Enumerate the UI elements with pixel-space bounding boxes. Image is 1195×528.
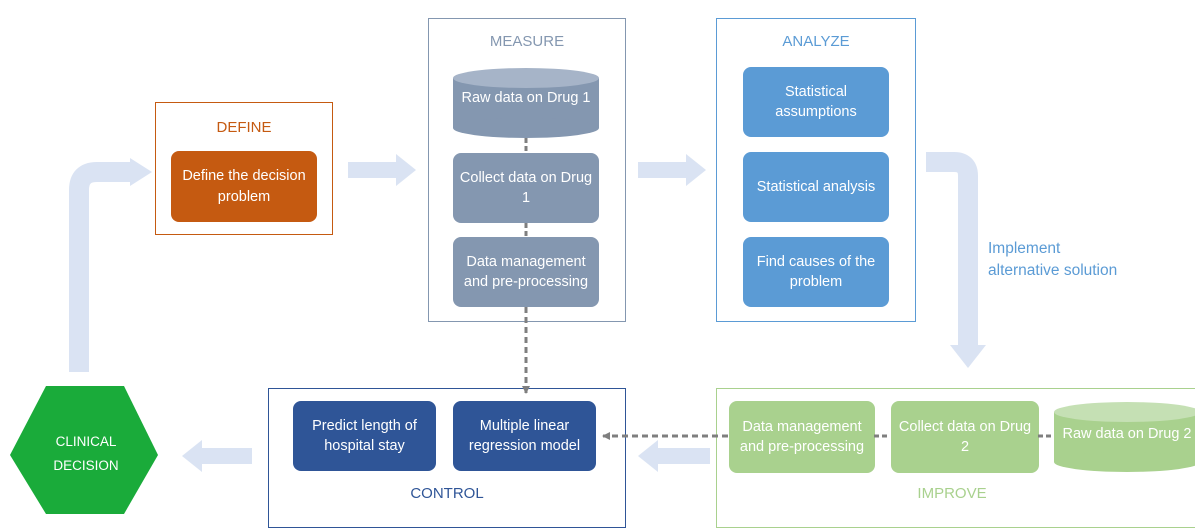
- predict-length-of-stay-box: Predict length of hospital stay: [293, 401, 436, 471]
- collect-data-drug1-box: Collect data on Drug 1: [453, 153, 599, 223]
- define-title: DEFINE: [216, 119, 272, 136]
- improve-title: IMPROVE: [917, 485, 987, 502]
- cylinder-base: [453, 118, 599, 138]
- analyze-frame: ANALYZE Statistical assumptions Statisti…: [716, 18, 916, 322]
- clinical-decision-label: CLINICAL DECISION: [53, 434, 119, 474]
- statistical-assumptions-box: Statistical assumptions: [743, 67, 889, 137]
- control-to-decision-arrow: [200, 448, 252, 464]
- find-causes-box: Find causes of the problem: [743, 237, 889, 307]
- define-frame: DEFINE Define the decision problem: [155, 102, 333, 235]
- improve-data-management-box: Data management and pre-processing: [729, 401, 875, 473]
- cylinder-base: [1054, 452, 1195, 472]
- regression-model-box: Multiple linear regression model: [453, 401, 596, 471]
- cylinder-top: [1054, 402, 1195, 422]
- feedback-arrow: [69, 162, 130, 372]
- measure-data-management-box: Data management and pre-processing: [453, 237, 599, 307]
- implement-line-1: Implement: [988, 240, 1061, 257]
- improve-collect-data-box: Collect data on Drug 2: [891, 401, 1039, 473]
- raw-data-drug2-label: Raw data on Drug 2: [1062, 426, 1192, 442]
- control-title: CONTROL: [410, 485, 484, 502]
- flow-arrows: [69, 152, 986, 472]
- define-decision-problem-box: Define the decision problem: [171, 151, 317, 222]
- dashed-connectors: [522, 138, 1054, 440]
- control-frame: CONTROL Predict length of hospital stay …: [268, 388, 626, 528]
- clinical-decision-hexagon: [10, 386, 158, 514]
- define-to-measure-arrow: [348, 162, 396, 178]
- raw-data-drug1-label: Raw data on Drug 1: [461, 90, 591, 106]
- analyze-to-improve-arrow: [926, 152, 978, 345]
- implement-line-2: alternative solution: [988, 262, 1118, 280]
- improve-to-control-arrow: [656, 448, 710, 464]
- cylinder-top: [453, 68, 599, 88]
- measure-title: MEASURE: [489, 33, 565, 50]
- measure-to-analyze-arrow: [638, 162, 686, 178]
- raw-data-drug2-cylinder: Raw data on Drug 2: [1054, 402, 1195, 472]
- analyze-title: ANALYZE: [782, 33, 850, 50]
- statistical-analysis-box: Statistical analysis: [743, 152, 889, 222]
- raw-data-drug1-cylinder: Raw data on Drug 1: [453, 68, 599, 138]
- clinical-decision-shape: [10, 386, 158, 514]
- implement-label: Implement alternative solution: [988, 238, 1117, 283]
